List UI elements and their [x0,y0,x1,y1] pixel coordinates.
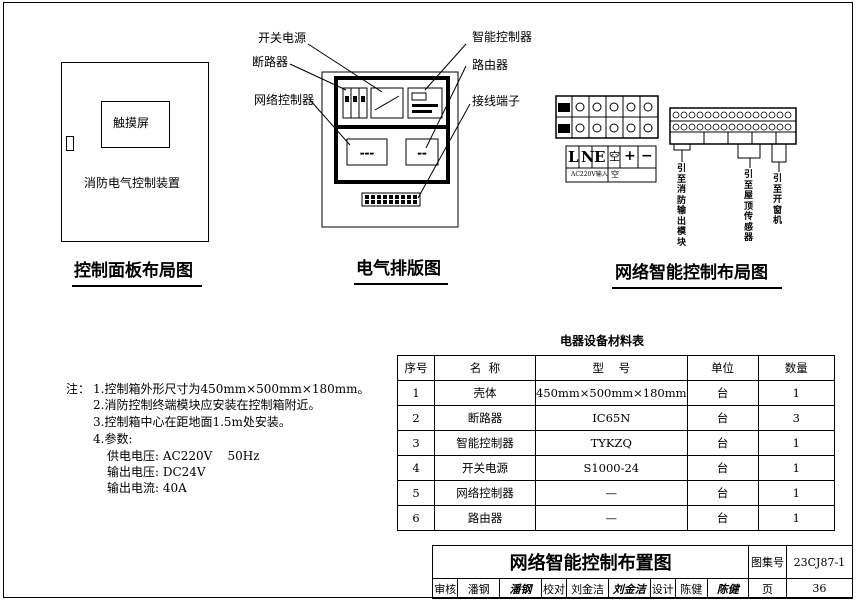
table-row: 5 网络控制器 — 台 1 [397,480,836,506]
panel-box [61,62,209,242]
cell-name: 路由器 [434,505,536,531]
drawing-frame [3,2,853,598]
cell-model: TYKZQ [535,430,688,456]
cell-qty: 1 [757,380,836,406]
label-network-controller: 网络控制器 [254,93,315,107]
col-no: 序号 [397,355,435,381]
touch-screen-label: 触摸屏 [113,116,150,130]
col-model: 型 号 [535,355,688,381]
reviewer: 潘钢 [457,578,501,599]
cell-no: 4 [397,455,435,481]
cell-unit: 台 [686,430,759,456]
cell-unit: 台 [686,405,759,431]
cell-qty: 3 [757,405,836,431]
cell-unit: 台 [686,480,759,506]
title-block: 网络智能控制布置图 图集号 23CJ87-1 审核 潘钢 潘钢 校对 刘金洁 刘… [431,545,854,599]
cell-model: S1000-24 [535,455,688,481]
cell-qty: 1 [757,455,836,481]
page-no: 36 [785,578,854,599]
lead-window-opener: 引至开窗机 [773,174,783,226]
terminal-sub-power: AC220V输入 [571,171,608,178]
cell-no: 2 [397,405,435,431]
electrical-layout-title: 电气排版图 [356,259,441,279]
col-qty: 数量 [757,355,836,381]
review-label: 审核 [431,578,459,599]
svg-text:▬▬▬: ▬▬▬ [360,151,374,157]
param-output-current: 输出电流: 40A [107,481,187,495]
cell-unit: 台 [686,455,759,481]
lead-fire-output: 引至消防输出模块 [677,164,687,248]
cell-model: — [535,480,688,506]
label-breaker: 断路器 [252,55,289,69]
atlas-label: 图集号 [748,545,787,579]
terminal-sub-empty: 空 [611,170,619,179]
panel-title-underline [72,285,202,287]
designer: 陈健 [675,578,708,599]
terminal-empty: 空 [609,150,620,163]
reviewer-signature: 潘钢 [499,578,542,599]
checker: 刘金洁 [566,578,609,599]
table-row: 4 开关电源 S1000-24 台 1 [397,455,836,481]
cell-no: 1 [397,380,435,406]
cell-no: 5 [397,480,435,506]
note-3: 3.控制箱中心在距地面1.5m处安装。 [93,415,291,429]
terminal-N: N [581,148,595,166]
cell-unit: 台 [686,505,759,531]
terminal-minus: − [641,148,653,164]
cell-qty: 1 [757,480,836,506]
cell-qty: 1 [757,430,836,456]
electrical-title-underline [354,283,448,285]
device-label: 消防电气控制装置 [84,176,181,190]
cell-name: 开关电源 [434,455,536,481]
terminal-L: L [568,148,579,166]
terminal-plus: + [624,148,636,164]
table-row: 6 路由器 — 台 1 [397,505,836,531]
label-switch-power: 开关电源 [258,31,307,45]
param-output-voltage: 输出电压: DC24V [107,465,206,479]
svg-text:▬▬: ▬▬ [417,151,427,157]
cell-no: 6 [397,505,435,531]
network-title-underline [612,287,782,289]
col-name: 名 称 [434,355,536,381]
cell-model: IC65N [535,405,688,431]
note-1: 1.控制箱外形尺寸为450mm×500mm×180mm。 [93,382,370,396]
door-handle [66,136,74,151]
table-row: 3 智能控制器 TYKZQ 台 1 [397,430,836,456]
cell-unit: 台 [686,380,759,406]
page-label: 页 [748,578,787,599]
designer-signature: 陈健 [706,578,750,599]
table-header-row: 序号 名 称 型 号 单位 数量 [397,355,836,381]
note-4: 4.参数: [93,432,133,446]
col-unit: 单位 [686,355,759,381]
note-2: 2.消防控制终端模块应安装在控制箱附近。 [93,398,321,412]
label-smart-controller: 智能控制器 [472,30,533,44]
label-router: 路由器 [472,58,509,72]
lead-roof-sensor: 引至屋顶传感器 [744,170,754,243]
material-table: 序号 名 称 型 号 单位 数量 1 壳体 450mm×500mm×180mm … [397,355,836,531]
label-terminal: 接线端子 [472,94,521,108]
checker-signature: 刘金洁 [607,578,651,599]
design-label: 设计 [649,578,677,599]
cell-name: 智能控制器 [434,430,536,456]
drawing-title: 网络智能控制布置图 [431,545,750,579]
param-voltage: 供电电压: AC220V 50Hz [107,449,260,463]
notes-prefix: 注： [66,382,91,396]
check-label: 校对 [540,578,568,599]
cell-model: 450mm×500mm×180mm [535,380,688,406]
cell-no: 3 [397,430,435,456]
table-row: 2 断路器 IC65N 台 3 [397,405,836,431]
terminal-E: E [594,148,606,166]
cell-qty: 1 [757,505,836,531]
cell-name: 网络控制器 [434,480,536,506]
table-row: 1 壳体 450mm×500mm×180mm 台 1 [397,380,836,406]
cell-name: 断路器 [434,405,536,431]
network-layout-title: 网络智能控制布局图 [615,263,768,283]
cell-model: — [535,505,688,531]
panel-layout-title: 控制面板布局图 [74,261,193,281]
cell-name: 壳体 [434,380,536,406]
material-table-title: 电器设备材料表 [560,334,645,348]
touch-screen [101,101,170,148]
atlas-no: 23CJ87-1 [785,545,854,579]
